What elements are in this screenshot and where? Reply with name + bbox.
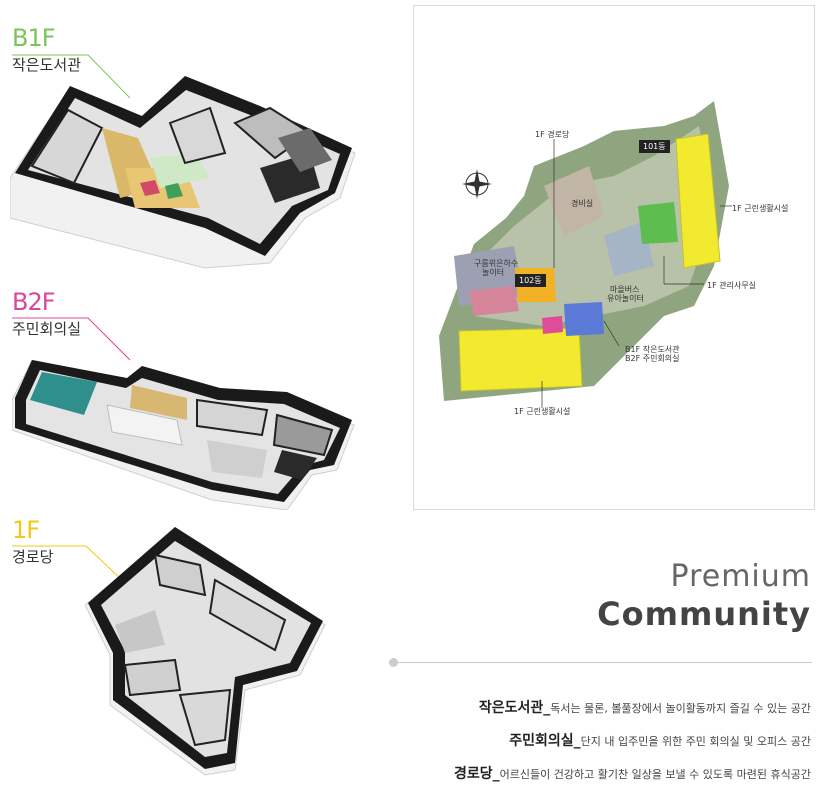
floor-code: B2F [12,288,56,316]
floor-name: 경로당 [12,548,54,566]
map-label-guard: 경비실 [571,199,594,208]
description-term: 작은도서관_ [478,700,551,716]
map-label-playground-water-2: 놀이터 [482,268,505,277]
floorplan-b1f-illustration [10,76,356,269]
map-label-retail-bottom: 1F 근린생활시설 [514,407,571,416]
description-library: 작은도서관_독서는 물론, 볼풀장에서 놀이활동까지 즐길 수 있는 공간 [479,697,811,717]
description-text: 어르신들이 건강하고 활기찬 일상을 보낼 수 있도록 마련된 휴식공간 [499,768,811,781]
floorplan-b2f-illustration [12,360,355,510]
section-title: Premium Community [597,560,811,634]
floor-name: 주민회의실 [12,320,82,338]
description-text: 단지 내 입주민을 위한 주민 회의실 및 오피스 공간 [580,735,811,748]
description-term: 경로당_ [454,766,500,782]
description-meeting-room: 주민회의실_단지 내 입주민을 위한 주민 회의실 및 오피스 공간 [509,730,811,750]
map-label-playground-bus-2: 유아놀이터 [607,294,644,303]
map-label-management: 1F 관리사무실 [707,281,757,290]
title-line-1: Premium [670,559,811,594]
map-label-dong102: 102동 [515,274,546,287]
site-map-panel: 1F 경로당 101동 1F 근린생활시설 경비실 구름위은하수 놀이터 102… [413,5,815,510]
map-label-library: B1F 작은도서관 [625,345,680,354]
description-text: 독서는 물론, 볼풀장에서 놀이활동까지 즐길 수 있는 공간 [550,702,811,715]
divider-line [392,662,812,663]
floor-code: 1F [12,516,40,544]
floorplan-1f-illustration [85,527,326,776]
description-senior-center: 경로당_어르신들이 건강하고 활기찬 일상을 보낼 수 있도록 마련된 휴식공간 [454,763,811,783]
floor-code: B1F [12,24,56,52]
floor-tag-b1f: B1F 작은도서관 [12,26,81,74]
map-label-playground-water: 구름위은하수 [474,259,519,268]
title-line-2: Community [597,595,811,633]
map-label-retail-right: 1F 근린생활시설 [732,204,789,213]
map-label-meeting-room: B2F 주민회의실 [625,354,680,363]
floor-tag-b2f: B2F 주민회의실 [12,290,81,338]
floor-name: 작은도서관 [12,56,82,74]
description-term: 주민회의실_ [509,733,581,749]
map-label-gyeongrodang: 1F 경로당 [535,130,570,139]
map-label-playground-bus: 마을버스 [610,285,640,294]
floor-tag-1f: 1F 경로당 [12,518,53,566]
map-label-dong101: 101동 [639,140,670,153]
